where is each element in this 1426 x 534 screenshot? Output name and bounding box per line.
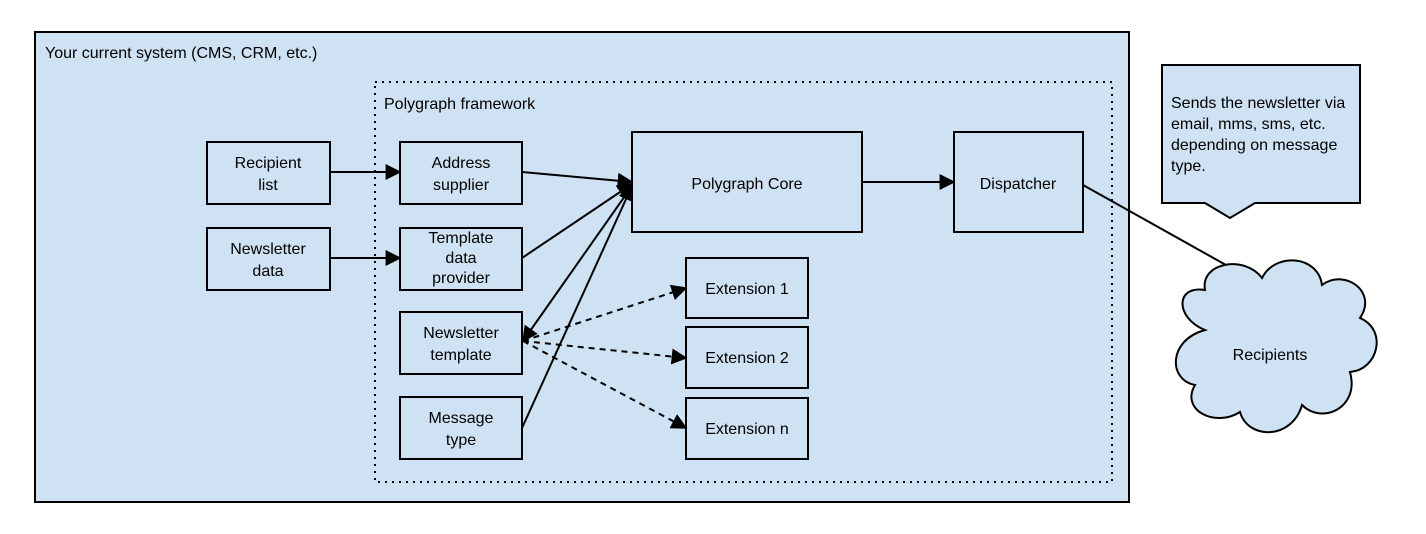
node-address-supplier-line-2: supplier (433, 177, 490, 194)
framework-container (374, 81, 1113, 483)
node-newsletter-template-line-2: template (430, 347, 491, 364)
edge-template-to-extension-n (522, 340, 688, 429)
callout-note: Sends the newsletter via email, mms, sms… (1161, 64, 1361, 220)
node-newsletter-data: Newsletter data (206, 227, 331, 291)
node-extension-1-label: Extension 1 (705, 281, 789, 298)
node-extension-n: Extension n (685, 397, 809, 460)
callout-line-3: depending on message (1171, 137, 1337, 154)
edge-template-to-extension-2 (522, 340, 688, 365)
system-label: Your current system (CMS, CRM, etc.) (45, 45, 317, 62)
node-newsletter-template: Newsletter template (399, 311, 523, 375)
node-message-type-line-2: type (446, 432, 476, 449)
node-recipient-list-line-1: Recipient (235, 155, 302, 172)
node-recipient-list: Recipient list (206, 141, 331, 205)
node-extension-n-label: Extension n (705, 421, 789, 438)
framework-label: Polygraph framework (384, 96, 536, 113)
node-dispatcher-label: Dispatcher (980, 176, 1057, 193)
node-address-supplier-line-1: Address (432, 155, 491, 172)
node-recipient-list-line-2: list (258, 177, 278, 194)
node-template-data-provider: Template data provider (399, 227, 523, 291)
node-template-data-provider-line-2: data (445, 250, 476, 267)
node-newsletter-template-line-1: Newsletter (423, 325, 499, 342)
edge-template-provider-to-core (521, 183, 634, 259)
edge-message-type-to-core (521, 184, 634, 429)
system-container (34, 31, 1130, 503)
edge-core-to-newsletter-template (522, 185, 633, 343)
node-polygraph-core-label: Polygraph Core (691, 176, 802, 193)
callout-line-1: Sends the newsletter via (1171, 95, 1345, 112)
node-address-supplier: Address supplier (399, 141, 523, 205)
node-newsletter-data-line-2: data (252, 263, 283, 280)
node-extension-2-label: Extension 2 (705, 350, 789, 367)
callout-line-4: type. (1171, 158, 1206, 175)
node-newsletter-data-line-1: Newsletter (230, 241, 306, 258)
node-message-type: Message type (399, 396, 523, 460)
callout-line-2: email, mms, sms, etc. (1171, 116, 1326, 133)
node-template-data-provider-line-3: provider (432, 270, 490, 287)
node-dispatcher: Dispatcher (953, 131, 1084, 233)
cloud-label: Recipients (1233, 347, 1308, 364)
node-extension-2: Extension 2 (685, 326, 809, 389)
node-extension-1: Extension 1 (685, 257, 809, 319)
node-message-type-line-1: Message (429, 410, 494, 427)
recipients-cloud: Recipients (1174, 259, 1378, 434)
edge-address-supplier-to-core (521, 171, 634, 189)
cloud-shape (1174, 259, 1378, 434)
node-template-data-provider-line-1: Template (429, 230, 494, 247)
node-polygraph-core: Polygraph Core (631, 131, 863, 233)
